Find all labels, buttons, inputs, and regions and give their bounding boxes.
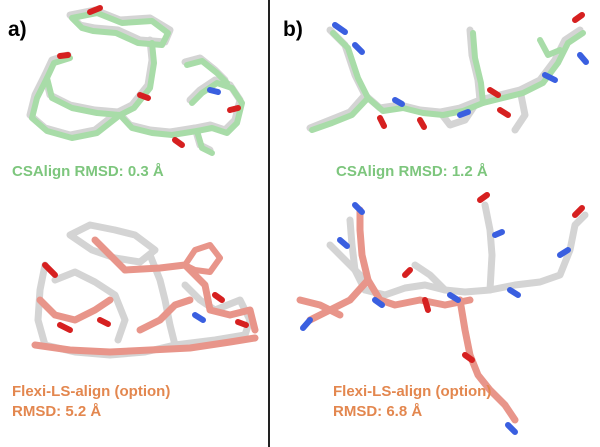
caption-a-flexi-method: Flexi-LS-align (option) — [12, 383, 171, 400]
molecule-a-csalign — [26, 5, 245, 156]
caption-a-flexi: Flexi-LS-align (option) RMSD: 5.2 Å — [12, 382, 170, 422]
caption-a-csalign-rmsd: CSAlign RMSD: 0.3 Å — [12, 163, 164, 180]
panel-label-a: a) — [8, 18, 27, 41]
caption-b-flexi-method: Flexi-LS-align (option) — [333, 383, 492, 400]
caption-b-flexi: Flexi-LS-align (option) RMSD: 6.8 Å — [333, 382, 491, 422]
caption-b-csalign-rmsd: CSAlign RMSD: 1.2 Å — [336, 163, 488, 180]
molecule-a-flexi — [31, 221, 259, 359]
molecule-b-csalign — [306, 12, 589, 134]
caption-a-flexi-rmsd: RMSD: 5.2 Å — [12, 403, 102, 420]
panel-divider — [268, 0, 270, 447]
caption-b-flexi-rmsd: RMSD: 6.8 Å — [333, 403, 423, 420]
panel-label-b: b) — [283, 18, 303, 41]
